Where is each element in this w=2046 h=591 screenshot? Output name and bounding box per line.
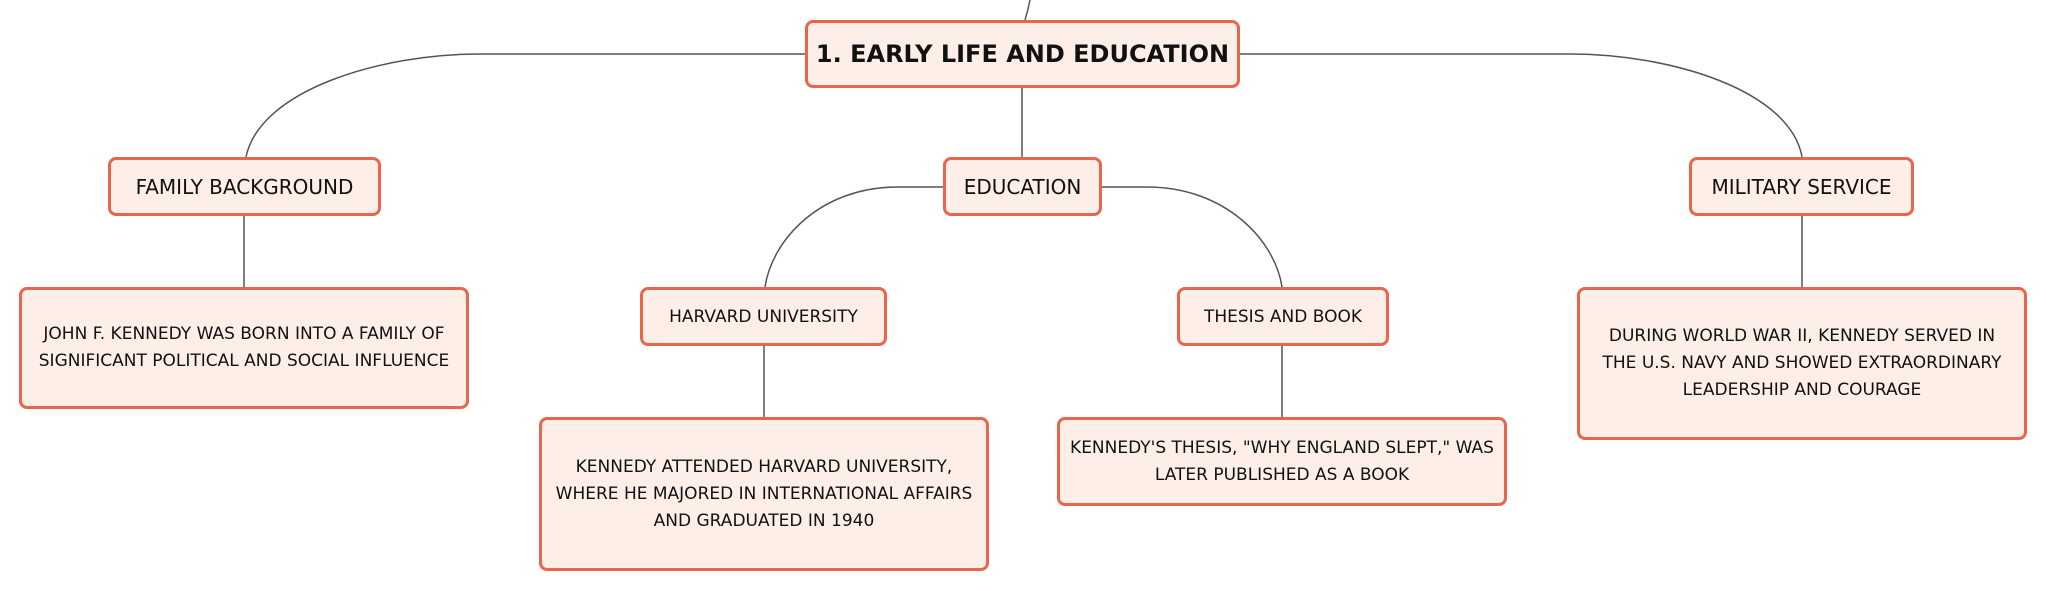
family-background-detail-text: JOHN F. KENNEDY WAS BORN INTO A FAMILY O…: [38, 324, 450, 371]
family-background-node[interactable]: FAMILY BACKGROUND: [108, 157, 381, 216]
thesis-and-book-label: THESIS AND BOOK: [1203, 306, 1363, 327]
harvard-university-label: HARVARD UNIVERSITY: [669, 306, 858, 327]
connector-root-to-family: [245, 53, 805, 158]
military-service-label: MILITARY SERVICE: [1711, 174, 1892, 199]
connector-parent-to-root: [1024, 0, 1031, 21]
connector-education-to-harvard: [764, 186, 943, 288]
education-node[interactable]: EDUCATION: [943, 157, 1102, 216]
military-service-node[interactable]: MILITARY SERVICE: [1689, 157, 1914, 216]
harvard-university-node[interactable]: HARVARD UNIVERSITY: [640, 287, 887, 346]
military-service-detail-node[interactable]: DURING WORLD WAR II, KENNEDY SERVED IN T…: [1577, 287, 2027, 440]
connector-education-to-thesis: [1102, 186, 1283, 288]
root-topic-node[interactable]: 1. EARLY LIFE AND EDUCATION: [805, 20, 1240, 88]
family-background-label: FAMILY BACKGROUND: [135, 174, 354, 199]
thesis-and-book-node[interactable]: THESIS AND BOOK: [1177, 287, 1389, 346]
thesis-and-book-detail-node[interactable]: KENNEDY'S THESIS, "WHY ENGLAND SLEPT," W…: [1057, 417, 1507, 506]
harvard-university-detail-text: KENNEDY ATTENDED HARVARD UNIVERSITY, WHE…: [555, 456, 973, 531]
education-label: EDUCATION: [963, 174, 1082, 199]
connector-root-to-military: [1240, 53, 1803, 158]
root-topic-label: 1. EARLY LIFE AND EDUCATION: [815, 40, 1230, 68]
military-service-detail-text: DURING WORLD WAR II, KENNEDY SERVED IN T…: [1602, 326, 2002, 400]
thesis-and-book-detail-text: KENNEDY'S THESIS, "WHY ENGLAND SLEPT," W…: [1070, 437, 1494, 485]
family-background-detail-node[interactable]: JOHN F. KENNEDY WAS BORN INTO A FAMILY O…: [19, 287, 469, 409]
harvard-university-detail-node[interactable]: KENNEDY ATTENDED HARVARD UNIVERSITY, WHE…: [539, 417, 989, 571]
